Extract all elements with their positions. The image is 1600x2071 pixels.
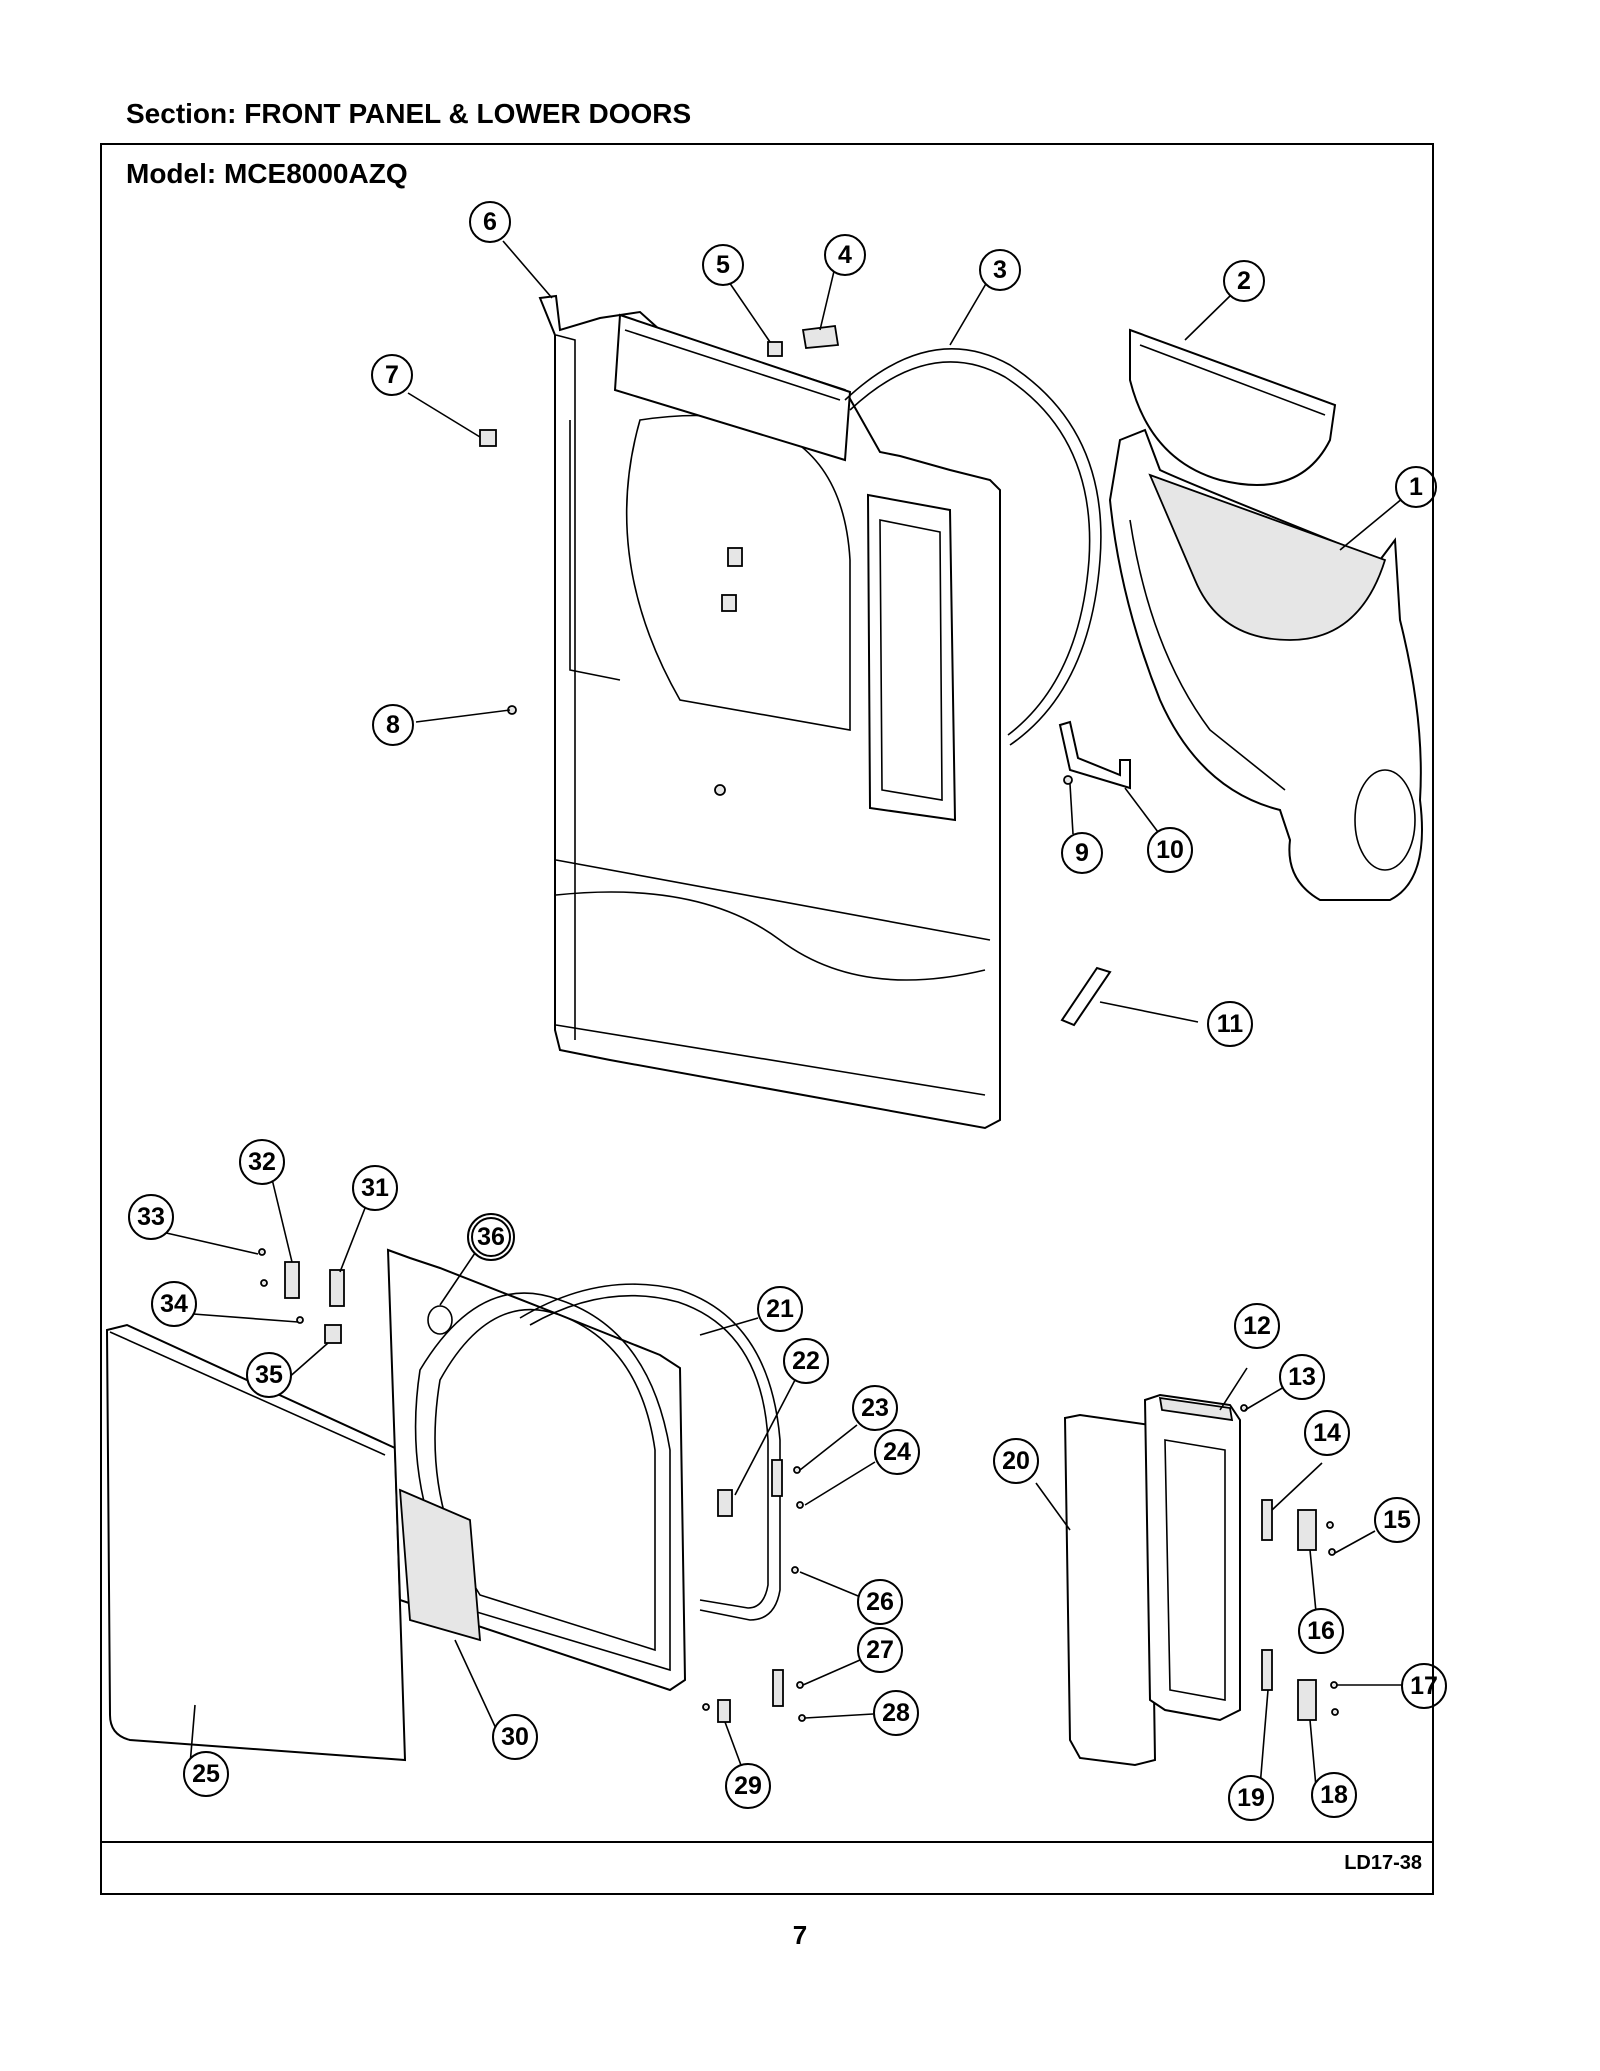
callout-6: 6 <box>469 201 511 243</box>
part-3-seal-ring <box>844 348 1102 746</box>
callout-11: 11 <box>1207 1001 1253 1047</box>
footer-divider <box>100 1841 1434 1843</box>
svg-text:15: 15 <box>1383 1506 1411 1534</box>
model-label: Model: MCE8000AZQ <box>126 158 408 189</box>
svg-text:14: 14 <box>1313 1419 1341 1447</box>
callout-18: 18 <box>1311 1772 1357 1818</box>
svg-text:12: 12 <box>1243 1312 1271 1340</box>
callout-29: 29 <box>725 1763 771 1809</box>
svg-text:30: 30 <box>501 1723 529 1751</box>
svg-text:27: 27 <box>866 1636 894 1664</box>
callout-20: 20 <box>993 1438 1039 1484</box>
callout-15: 15 <box>1374 1497 1420 1543</box>
svg-text:28: 28 <box>882 1699 910 1727</box>
svg-text:23: 23 <box>861 1394 889 1422</box>
callout-23: 23 <box>852 1385 898 1431</box>
callout-8: 8 <box>372 704 414 746</box>
callout-5: 5 <box>702 244 744 286</box>
part-4-bracket <box>801 324 840 349</box>
svg-text:1: 1 <box>1409 473 1423 501</box>
callout-34: 34 <box>151 1281 197 1327</box>
callout-9: 9 <box>1061 832 1103 874</box>
svg-text:8: 8 <box>386 711 400 739</box>
callout-35: 35 <box>246 1352 292 1398</box>
svg-text:22: 22 <box>792 1347 820 1375</box>
part-19-hinge <box>1261 1649 1273 1691</box>
svg-text:33: 33 <box>137 1203 165 1231</box>
callout-31: 31 <box>352 1165 398 1211</box>
part-5-clip <box>767 341 783 357</box>
svg-text:6: 6 <box>483 208 497 236</box>
callout-4: 4 <box>824 234 866 276</box>
callout-12: 12 <box>1234 1303 1280 1349</box>
svg-text:26: 26 <box>866 1588 894 1616</box>
part-31-hinge <box>329 1269 345 1307</box>
front-panel <box>538 294 1001 1130</box>
svg-text:19: 19 <box>1237 1784 1265 1812</box>
callout-22: 22 <box>783 1338 829 1384</box>
page-number: 7 <box>792 1920 808 1950</box>
part-10-bracket <box>1058 720 1131 790</box>
diagram-frame <box>100 143 1434 1895</box>
callout-24: 24 <box>874 1429 920 1475</box>
svg-text:24: 24 <box>883 1438 911 1466</box>
callout-30: 30 <box>492 1714 538 1760</box>
svg-text:11: 11 <box>1217 1010 1244 1038</box>
part-7-clip <box>479 429 497 447</box>
svg-text:29: 29 <box>734 1772 762 1800</box>
callout-7: 7 <box>371 354 413 396</box>
svg-text:9: 9 <box>1075 839 1089 867</box>
svg-text:10: 10 <box>1156 836 1184 864</box>
leader-lines <box>161 240 1417 1788</box>
part-9-screw <box>1063 775 1073 785</box>
part-16-hinge <box>1297 1509 1317 1551</box>
callout-21: 21 <box>757 1286 803 1332</box>
svg-text:2: 2 <box>1237 267 1251 295</box>
callout-3: 3 <box>979 249 1021 291</box>
reference-code: LD17-38 <box>1344 1852 1422 1874</box>
part-35-hinge <box>324 1324 342 1344</box>
callout-36: 36 <box>467 1213 515 1261</box>
svg-text:36: 36 <box>477 1223 505 1251</box>
svg-text:13: 13 <box>1288 1363 1316 1391</box>
part-14-hinge <box>1261 1499 1273 1541</box>
part-18-hinge <box>1297 1679 1317 1721</box>
callout-32: 32 <box>239 1139 285 1185</box>
part-22-latch <box>717 1489 733 1517</box>
callout-33: 33 <box>128 1194 174 1240</box>
callout-27: 27 <box>857 1627 903 1673</box>
callout-14: 14 <box>1304 1410 1350 1456</box>
callout-26: 26 <box>857 1579 903 1625</box>
svg-text:3: 3 <box>993 256 1007 284</box>
svg-text:25: 25 <box>192 1760 220 1788</box>
callout-10: 10 <box>1147 827 1193 873</box>
callout-16: 16 <box>1298 1608 1344 1654</box>
callout-1: 1 <box>1395 466 1437 508</box>
lower-door-left <box>105 1248 806 1762</box>
svg-text:5: 5 <box>716 251 730 279</box>
part-29-latch <box>717 1699 731 1723</box>
callout-19: 19 <box>1228 1775 1274 1821</box>
callout-13: 13 <box>1279 1354 1325 1400</box>
svg-text:21: 21 <box>766 1295 794 1323</box>
part-27-strike <box>772 1669 784 1707</box>
svg-text:16: 16 <box>1307 1617 1335 1645</box>
svg-text:32: 32 <box>248 1148 276 1176</box>
callout-25: 25 <box>183 1751 229 1797</box>
part-11-handle <box>1060 966 1112 1027</box>
svg-text:18: 18 <box>1320 1781 1348 1809</box>
callout-28: 28 <box>873 1690 919 1736</box>
callout-2: 2 <box>1223 260 1265 302</box>
part-2-lint-filter <box>1129 328 1337 486</box>
svg-text:7: 7 <box>385 361 399 389</box>
svg-text:4: 4 <box>838 241 852 269</box>
svg-text:31: 31 <box>361 1174 389 1202</box>
section-title: Section: FRONT PANEL & LOWER DOORS <box>126 98 692 129</box>
svg-text:35: 35 <box>255 1361 283 1389</box>
svg-text:20: 20 <box>1002 1447 1030 1475</box>
lower-door-right <box>1063 1393 1339 1767</box>
part-23-strike <box>771 1459 783 1497</box>
svg-text:34: 34 <box>160 1290 188 1318</box>
